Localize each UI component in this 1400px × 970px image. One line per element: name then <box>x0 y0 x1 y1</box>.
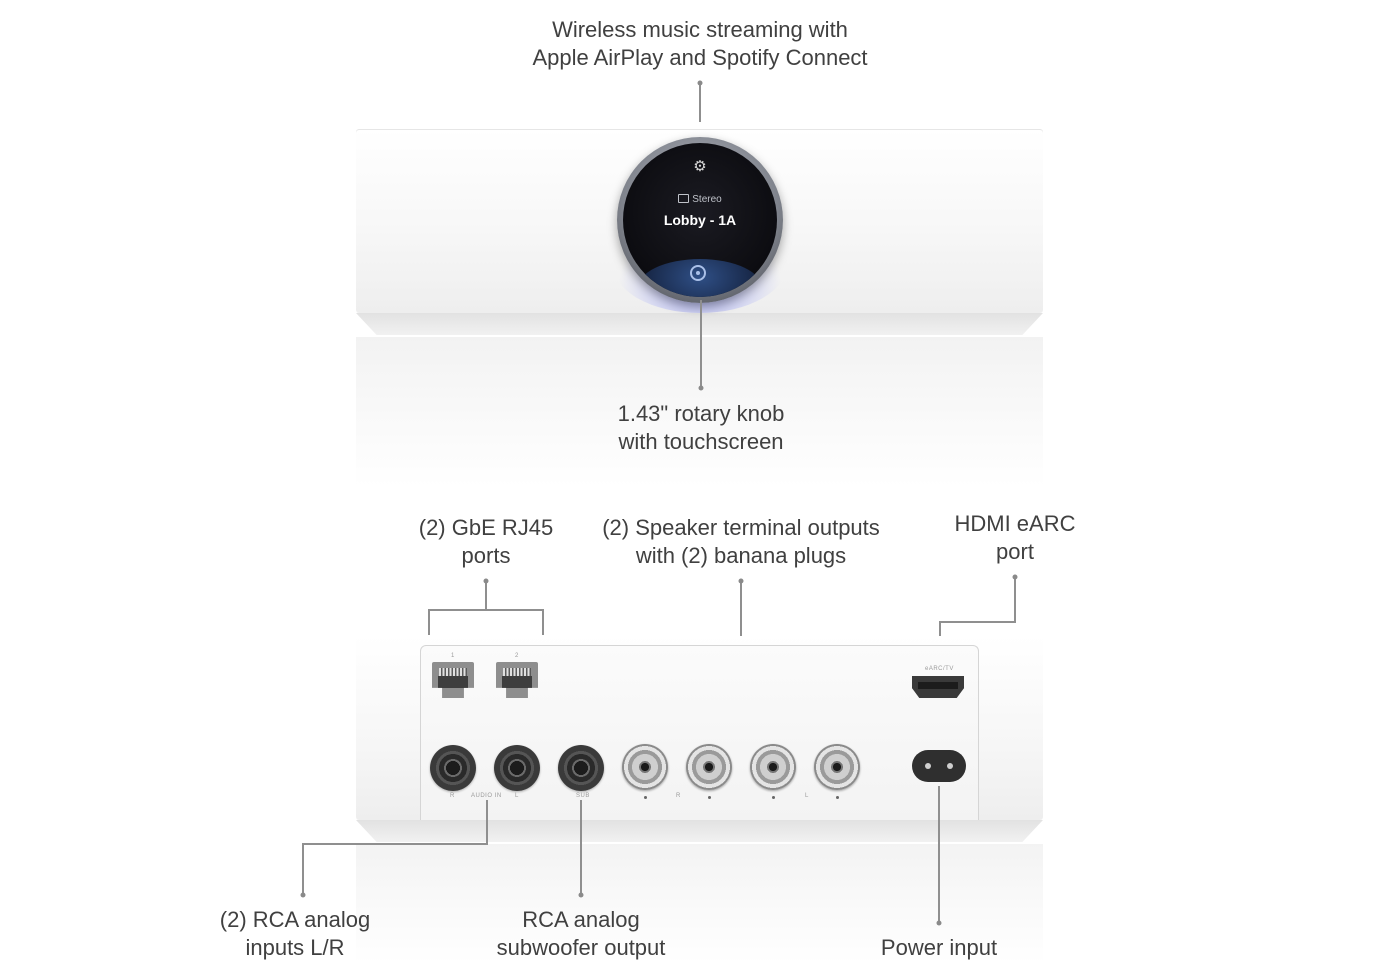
power-pin <box>947 763 953 769</box>
leader-streaming <box>699 82 701 122</box>
speaker-terminal-r-minus[interactable] <box>686 744 732 790</box>
front-device-base <box>356 313 1043 335</box>
callout-rca-inputs-line2: inputs L/R <box>245 935 345 960</box>
speaker-mode-icon <box>678 194 690 203</box>
port1-label: 1 <box>451 653 455 659</box>
leader-hdmi-bar <box>939 621 1016 623</box>
speaker-terminal-l-plus[interactable] <box>750 744 796 790</box>
leader-rj45-left <box>428 609 430 635</box>
leader-power-dot <box>936 920 942 926</box>
leader-rca-sub <box>580 800 582 895</box>
power-pin <box>925 763 931 769</box>
port2-label: 2 <box>515 653 519 659</box>
callout-hdmi-line2: port <box>996 539 1034 564</box>
audio-in-r-label: R <box>450 793 455 799</box>
leader-rj45-dot <box>483 578 489 584</box>
leader-knob <box>700 300 702 388</box>
leader-rca-in-drop <box>486 800 488 844</box>
callout-speaker: (2) Speaker terminal outputs with (2) ba… <box>591 514 891 570</box>
rj45-hole <box>438 676 468 688</box>
audio-in-label: AUDIO IN <box>471 793 502 799</box>
speaker-terminal-r-plus[interactable] <box>622 744 668 790</box>
callout-rca-sub-line1: RCA analog <box>522 907 640 932</box>
sub-label: SUB <box>576 793 590 799</box>
speaker-marker <box>644 796 647 799</box>
leader-hdmi-dot <box>1012 574 1018 580</box>
callout-streaming-line2: Apple AirPlay and Spotify Connect <box>532 45 868 70</box>
speaker-terminal-l-minus[interactable] <box>814 744 860 790</box>
leader-rca-sub-dot <box>578 892 584 898</box>
speaker-marker <box>708 796 711 799</box>
leader-power <box>938 786 940 923</box>
speaker-l-label: L <box>805 793 809 799</box>
hdmi-inner <box>918 682 958 689</box>
callout-rca-inputs-line1: (2) RCA analog <box>219 907 371 932</box>
hdmi-earc-port[interactable] <box>912 676 964 698</box>
rj45-pins <box>503 668 531 676</box>
rear-device-base <box>356 820 1043 842</box>
leader-rj45-right <box>542 609 544 635</box>
target-icon[interactable] <box>690 265 706 281</box>
audio-in-l-label: L <box>515 793 519 799</box>
leader-rj45-stem <box>485 580 487 610</box>
hdmi-label: eARC/TV <box>925 666 954 672</box>
rca-input-l[interactable] <box>494 745 540 791</box>
callout-rj45-line1: (2) GbE RJ45 <box>418 515 554 540</box>
callout-rj45-line2: ports <box>461 543 511 568</box>
callout-knob: 1.43" rotary knob with touchscreen <box>551 400 851 456</box>
callout-streaming-line1: Wireless music streaming with <box>552 17 848 42</box>
speaker-marker <box>836 796 839 799</box>
speaker-marker <box>772 796 775 799</box>
leader-hdmi-stem <box>1014 576 1016 623</box>
leader-knob-dot <box>698 385 704 391</box>
leader-rj45-bar <box>428 609 544 611</box>
front-reflection <box>356 337 1043 487</box>
power-input-port[interactable] <box>912 750 966 782</box>
rear-reflection <box>356 844 1043 964</box>
leader-speaker-dot <box>738 578 744 584</box>
leader-rca-in-stem <box>302 843 304 895</box>
callout-rj45: (2) GbE RJ45 ports <box>386 514 586 570</box>
knob-touchscreen[interactable]: ⚙ Stereo Lobby - 1A <box>623 143 777 297</box>
callout-hdmi: HDMI eARC port <box>935 510 1095 566</box>
rca-subwoofer-out[interactable] <box>558 745 604 791</box>
speaker-r-label: R <box>676 793 681 799</box>
callout-rca-sub-line2: subwoofer output <box>496 935 666 960</box>
room-label: Lobby - 1A <box>663 212 737 228</box>
callout-speaker-line1: (2) Speaker terminal outputs <box>602 515 880 540</box>
gear-icon[interactable]: ⚙ <box>693 158 707 175</box>
mode-label: Stereo <box>623 194 777 206</box>
rca-input-r[interactable] <box>430 745 476 791</box>
mode-label-text: Stereo <box>692 194 722 205</box>
callout-power-line1: Power input <box>880 935 998 960</box>
callout-rca-sub: RCA analog subwoofer output <box>471 906 691 962</box>
callout-rca-inputs: (2) RCA analog inputs L/R <box>195 906 395 962</box>
rj45-hole <box>502 676 532 688</box>
callout-hdmi-line1: HDMI eARC <box>954 511 1076 536</box>
rj45-pins <box>439 668 467 676</box>
callout-knob-line2: with touchscreen <box>618 429 784 454</box>
callout-speaker-line2: with (2) banana plugs <box>635 543 847 568</box>
callout-knob-line1: 1.43" rotary knob <box>617 401 785 426</box>
callout-power: Power input <box>859 934 1019 962</box>
leader-streaming-dot <box>697 80 703 86</box>
leader-rca-in-dot <box>300 892 306 898</box>
callout-streaming: Wireless music streaming with Apple AirP… <box>500 16 900 72</box>
leader-rca-in-bar <box>302 843 488 845</box>
